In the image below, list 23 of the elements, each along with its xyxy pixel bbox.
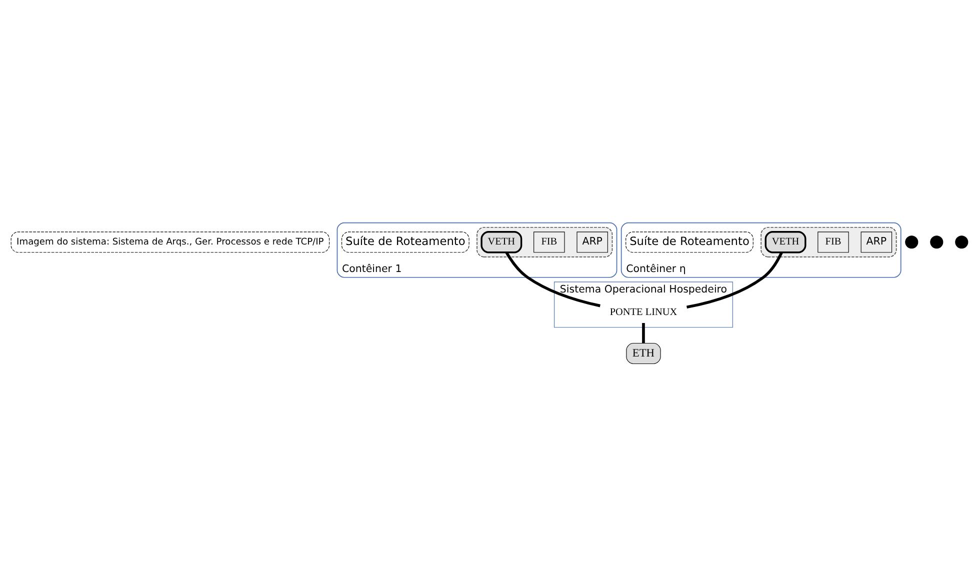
node-box: Suíte de Roteamento (626, 231, 754, 252)
node-box: ARP (860, 231, 892, 252)
cluster (476, 226, 613, 257)
cluster (620, 222, 902, 278)
node-circle (930, 235, 944, 248)
node-circle (905, 235, 918, 248)
node-label: Contêiner 1 (342, 263, 402, 274)
cluster (760, 226, 897, 257)
node-box: VETH (480, 230, 522, 253)
connector (505, 251, 600, 307)
cluster (336, 222, 618, 278)
node-box: ARP (576, 231, 608, 252)
node-box: ETH (626, 342, 661, 364)
node-box: VETH (764, 230, 806, 253)
connector (642, 322, 645, 343)
node-label: Contêiner η (626, 263, 686, 274)
node-box: FIB (818, 231, 849, 252)
node-box: Suíte de Roteamento (341, 231, 470, 252)
node-text: PONTE LINUX (610, 306, 678, 318)
node-box: Imagem do sistema: Sistema de Arqs., Ger. Processos e rede TCP/IP (10, 231, 330, 252)
connector (686, 251, 783, 308)
node-circle (955, 235, 968, 248)
node-box: FIB (534, 231, 565, 252)
